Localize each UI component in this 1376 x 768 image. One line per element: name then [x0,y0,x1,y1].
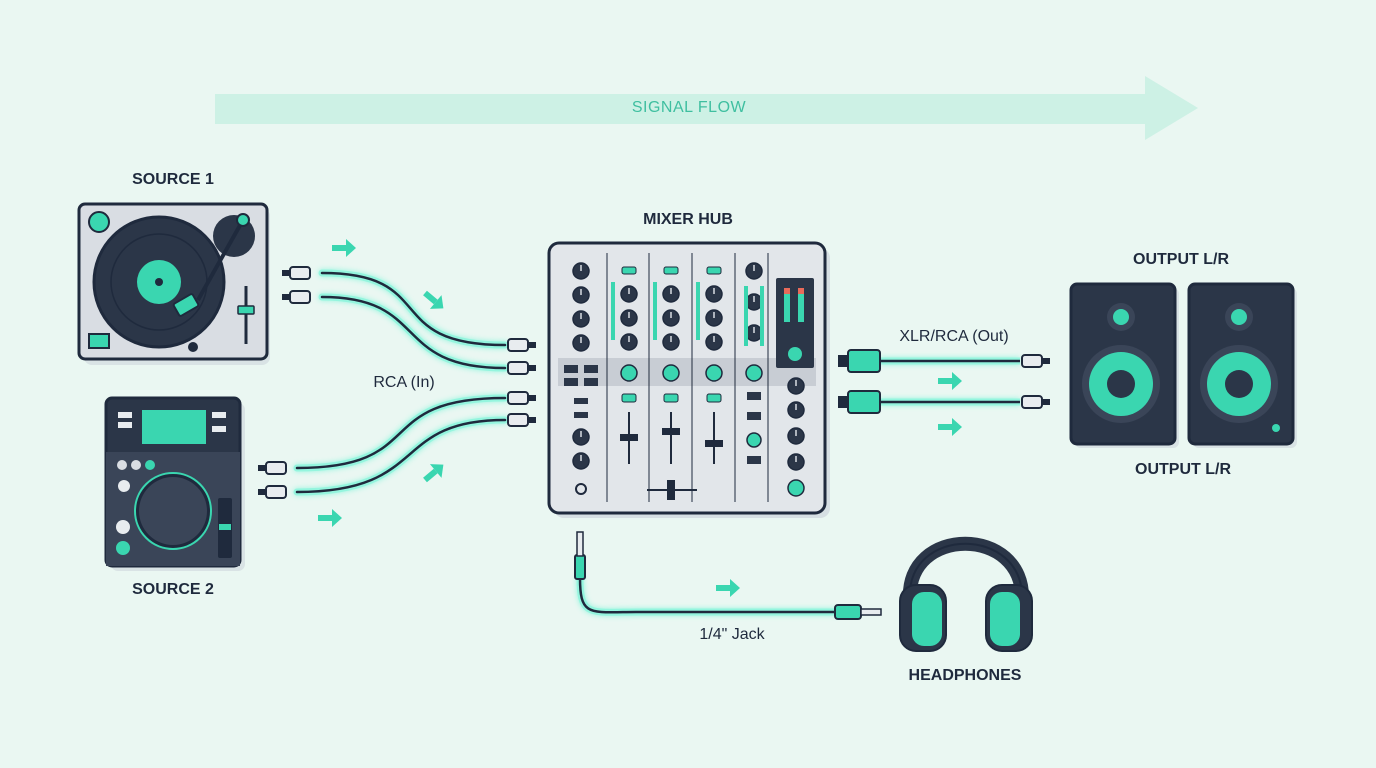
source-2-label: SOURCE 2 [132,581,214,598]
mixer-teal-knobs [620,364,805,497]
mixer-label: MIXER HUB [643,211,733,228]
rca-plugs-source-1 [281,266,311,304]
rca-in-cables [293,269,509,496]
headphones-icon [899,536,1033,652]
jack-cable [576,574,839,616]
jack-plug-mixer [574,531,586,580]
rca-plugs-speaker-in [1021,354,1051,409]
mixer-icon [547,241,830,518]
rca-in-label: RCA (In) [373,374,435,391]
mixer-meters [611,278,814,368]
output-top-label: OUTPUT L/R [1133,251,1229,268]
rca-plugs-source-2 [257,461,287,499]
rca-plugs-mixer-in [507,338,537,427]
mixer-faders [575,412,723,500]
xlr-out-cables [880,357,1020,406]
speaker-icon [1069,282,1297,448]
output-bottom-label: OUTPUT L/R [1135,461,1231,478]
signal-flow-arrow [215,76,1198,140]
signal-flow-label: SIGNAL FLOW [631,99,747,116]
jack-plug-headphones [834,604,882,620]
jack-label: 1/4" Jack [699,626,765,643]
cdj-player-icon [104,396,245,571]
xlr-out-label: XLR/RCA (Out) [899,328,1009,345]
source-1-label: SOURCE 1 [132,171,214,188]
mixer-buttons [564,266,761,464]
xlr-plugs [838,349,881,414]
headphones-label: HEADPHONES [908,667,1022,684]
turntable-icon [77,202,270,365]
